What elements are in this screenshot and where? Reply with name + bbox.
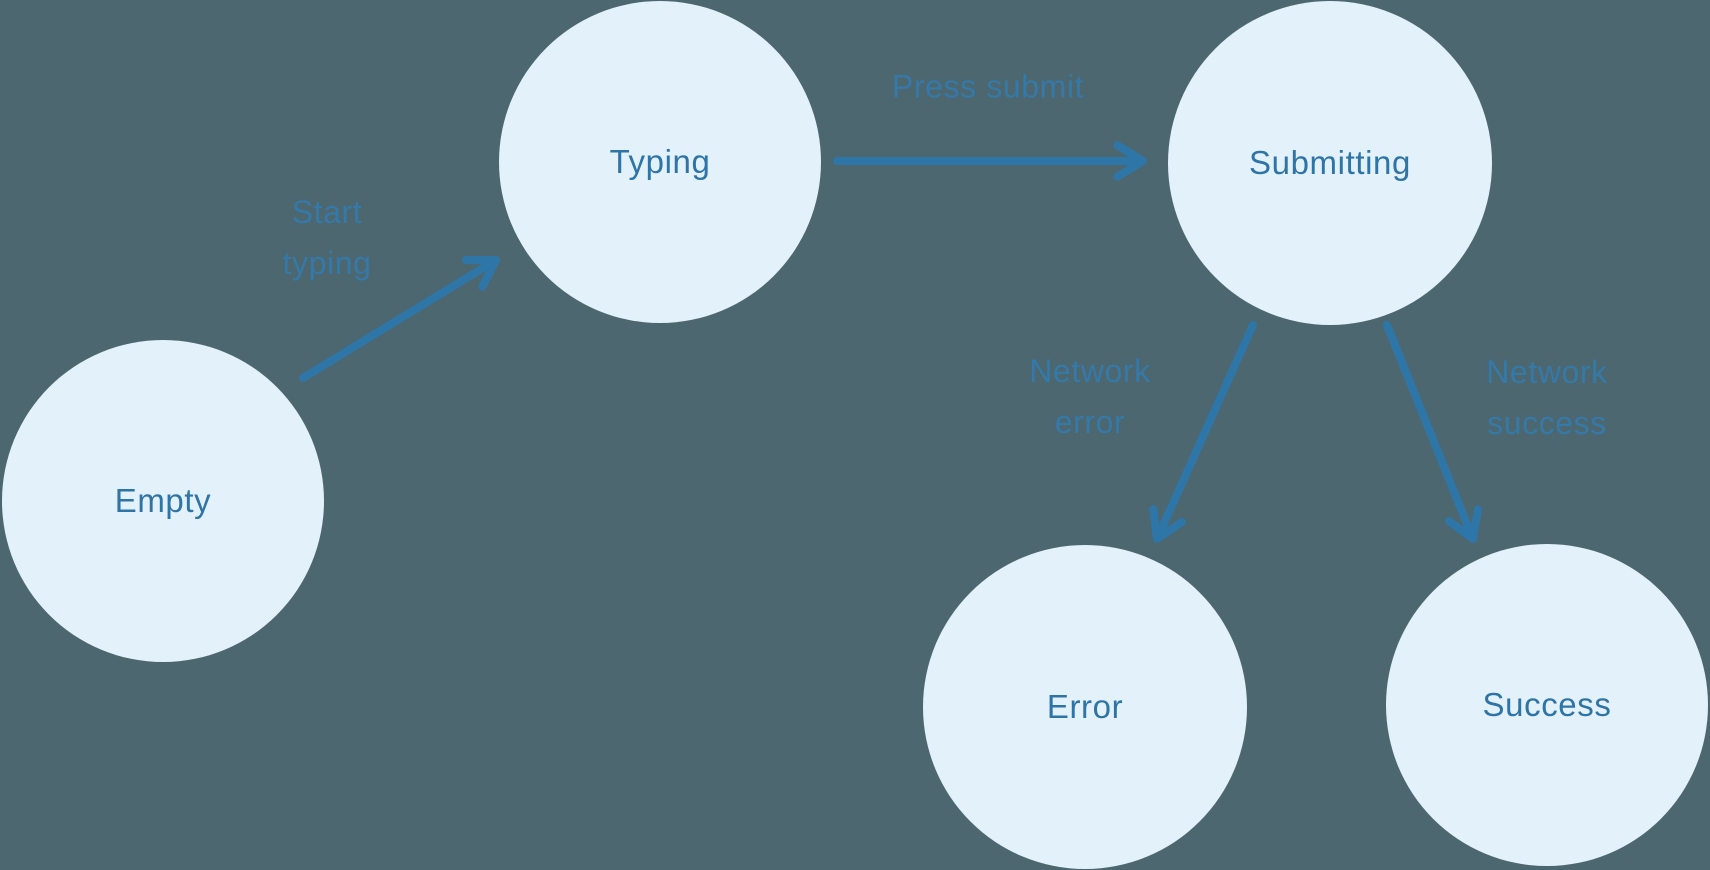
state-node-empty: Empty xyxy=(2,340,324,662)
state-node-label: Success xyxy=(1482,686,1612,723)
transition-label-line: Start xyxy=(291,194,363,230)
transition-label-line: typing xyxy=(282,245,372,281)
transition-arrow-network-success xyxy=(1383,321,1482,543)
transition-label-line: Press submit xyxy=(891,68,1085,105)
transition-label-line: error xyxy=(1054,404,1126,440)
arrowhead-icon xyxy=(1149,505,1186,543)
state-node-label: Submitting xyxy=(1249,144,1411,181)
transition-arrow-press-submit xyxy=(833,141,1147,181)
state-node-label: Error xyxy=(1046,688,1124,725)
arrow-shaft xyxy=(299,257,499,382)
transition-label-start-typing: Start typing xyxy=(283,187,372,289)
arrowhead-icon xyxy=(462,256,500,291)
state-node-label: Typing xyxy=(609,143,711,180)
state-node-success: Success xyxy=(1386,544,1708,866)
transition-arrow-network-error xyxy=(1149,321,1257,543)
transition-label-line: Network xyxy=(1029,353,1151,389)
state-node-submitting: Submitting xyxy=(1168,1,1492,325)
transition-label-line: success xyxy=(1487,405,1607,441)
transition-arrow-start-typing xyxy=(299,256,500,382)
transition-label-press-submit: Press submit xyxy=(892,62,1084,113)
arrow-shaft xyxy=(1153,321,1257,542)
state-node-typing: Typing xyxy=(499,1,821,323)
state-node-label: Empty xyxy=(114,482,212,519)
transition-label-network-success: Network success xyxy=(1486,347,1608,449)
state-node-error: Error xyxy=(923,545,1247,869)
transition-label-line: Network xyxy=(1486,354,1608,390)
arrowhead-icon xyxy=(1113,141,1147,181)
transition-label-network-error: Network error xyxy=(1029,346,1151,448)
arrowhead-icon xyxy=(1444,505,1482,543)
arrow-shaft xyxy=(1383,321,1477,542)
